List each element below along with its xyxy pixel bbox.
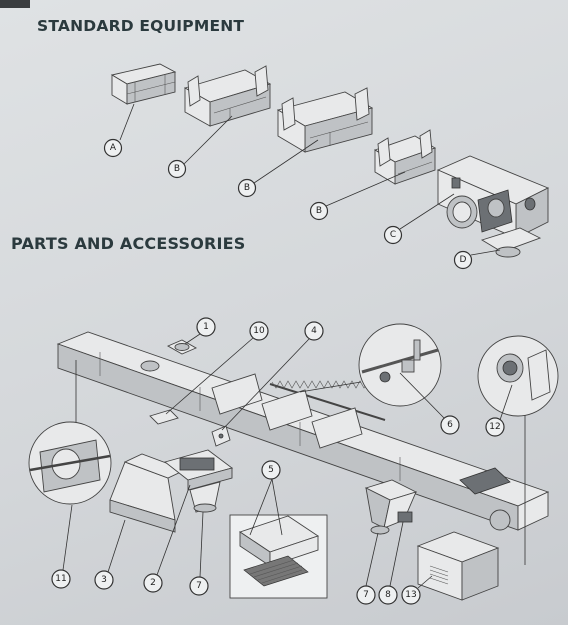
inlet-frame-2 xyxy=(164,449,234,491)
svg-text:3: 3 xyxy=(101,575,107,585)
svg-text:13: 13 xyxy=(405,590,416,600)
svg-text:5: 5 xyxy=(268,465,274,475)
end-bearing-detail-12 xyxy=(477,335,559,417)
trough-section-b-1 xyxy=(183,65,272,127)
callout-10: 10 xyxy=(249,321,269,341)
trough-section-b-3 xyxy=(373,129,437,185)
svg-text:2: 2 xyxy=(150,578,156,588)
tail-end-detail-11 xyxy=(28,421,112,505)
inlet-section-a xyxy=(110,63,177,105)
control-cabinet-13 xyxy=(416,531,500,601)
callout-d: D xyxy=(453,250,473,270)
base-plate-d xyxy=(480,227,542,258)
svg-text:11: 11 xyxy=(55,574,66,584)
screen-detail-5 xyxy=(229,514,328,599)
callout-2: 2 xyxy=(143,573,163,593)
outlet-hopper-7b xyxy=(364,479,418,535)
callout-7-a: 7 xyxy=(189,576,209,596)
svg-text:B: B xyxy=(316,206,322,216)
discharge-spout-7a xyxy=(189,481,221,513)
svg-text:7: 7 xyxy=(363,590,369,600)
standard-equipment-heading: STANDARD EQUIPMENT xyxy=(37,17,245,35)
callout-8: 8 xyxy=(378,585,398,605)
callout-1: 1 xyxy=(196,317,216,337)
callout-a: A xyxy=(103,138,123,158)
screw-conveyor-flight xyxy=(269,380,386,421)
svg-text:B: B xyxy=(174,164,180,174)
svg-text:12: 12 xyxy=(489,422,500,432)
callout-13: 13 xyxy=(401,585,421,605)
svg-text:C: C xyxy=(390,230,396,240)
cover-hood-3 xyxy=(109,453,187,533)
page-edge-shadow xyxy=(0,0,30,8)
callout-5: 5 xyxy=(261,460,281,480)
slide-gate-8 xyxy=(397,511,413,523)
svg-text:6: 6 xyxy=(447,420,453,430)
callout-b-1: B xyxy=(167,159,187,179)
callout-3: 3 xyxy=(94,570,114,590)
callout-b-2: B xyxy=(237,178,257,198)
callout-4: 4 xyxy=(304,321,324,341)
callout-12: 12 xyxy=(485,417,505,437)
svg-text:7: 7 xyxy=(196,581,202,591)
svg-text:8: 8 xyxy=(385,590,391,600)
callout-6: 6 xyxy=(440,415,460,435)
conveyor-troughs xyxy=(211,373,363,449)
svg-text:B: B xyxy=(244,183,250,193)
svg-text:1: 1 xyxy=(203,322,209,332)
svg-text:10: 10 xyxy=(253,326,265,336)
callout-b-3: B xyxy=(309,201,329,221)
callout-c: C xyxy=(383,225,403,245)
svg-text:D: D xyxy=(460,255,467,265)
inlet-flange-1 xyxy=(166,339,198,355)
callout-11: 11 xyxy=(51,569,71,589)
callout-7-b: 7 xyxy=(356,585,376,605)
hanger-bracket-4 xyxy=(211,425,231,447)
trough-section-b-2 xyxy=(276,87,374,153)
svg-text:A: A xyxy=(110,143,117,153)
cover-plate-10 xyxy=(149,409,179,425)
svg-text:4: 4 xyxy=(311,326,317,336)
parts-and-accessories-heading: PARTS AND ACCESSORIES xyxy=(11,234,246,253)
hanger-detail-6 xyxy=(358,323,442,407)
drive-section-c xyxy=(436,155,550,239)
